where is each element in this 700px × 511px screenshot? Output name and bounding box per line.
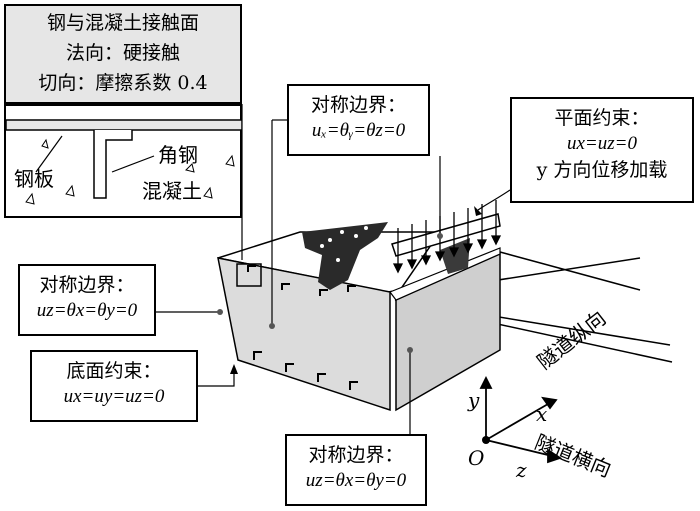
plane-constraint-box: 平面约束： ux=uz=0 y 方向位移加载 (510, 97, 694, 203)
sym-bottom-title: 对称边界： (308, 444, 404, 466)
sym-top-title: 对称边界： (310, 94, 406, 116)
axis-x-label: x (536, 402, 548, 426)
sym-boundary-bottom-box: 对称边界： uz=θx=θy=0 (285, 434, 427, 506)
leader-lines (156, 104, 511, 434)
leader-arrowhead (230, 364, 238, 374)
leader-dot (269, 323, 275, 329)
damage-region (302, 222, 388, 290)
plane-eq: ux=uz=0 (567, 133, 637, 154)
concrete-label: 混凝土 (142, 179, 202, 203)
bottom-title: 底面约束： (66, 360, 162, 382)
ground-line-front (469, 317, 673, 363)
sym-boundary-top-box: 对称边界： uₓ=θᵧ=θz=0 (287, 84, 430, 156)
leader-dot (217, 309, 223, 315)
sym-left-title: 对称边界： (39, 274, 135, 296)
detail-drawing (6, 119, 242, 205)
coordinate-axes (479, 375, 563, 464)
sym-left-eq: uz=θx=θy=0 (36, 300, 138, 321)
leader-dot (437, 233, 443, 239)
bottom-eq: ux=uy=uz=0 (63, 386, 165, 407)
angle-steel-label: 角钢 (158, 143, 198, 167)
sym-boundary-left-box: 对称边界： uz=θx=θy=0 (18, 264, 156, 336)
axis-z-label: z (516, 458, 527, 482)
contact-title: 钢与混凝土接触面 (46, 12, 199, 34)
leader-dot (407, 347, 413, 353)
ground-line-top (499, 251, 641, 291)
angle-markers (247, 265, 358, 390)
origin-dot (482, 436, 490, 444)
steel-plate-label: 钢板 (14, 167, 54, 191)
damage-region-right (440, 238, 470, 274)
axis-y-label: y (468, 388, 480, 412)
bottom-constraint-box: 底面约束： ux=uy=uz=0 (30, 350, 198, 422)
detail-highlight-box (236, 263, 262, 287)
contact-surface-box: 钢与混凝土接触面 法向：硬接触 切向：摩擦系数 0.4 (4, 4, 242, 104)
contact-tangential: 切向：摩擦系数 0.4 (38, 72, 208, 94)
contact-normal: 法向：硬接触 (65, 42, 180, 64)
sym-top-eq: uₓ=θᵧ=θz=0 (311, 120, 406, 141)
origin-label: O (468, 446, 485, 470)
detail-inset-box: 钢板 角钢 混凝土 (4, 104, 242, 218)
leader-arrowhead (474, 206, 482, 216)
plane-load: y 方向位移加载 (536, 159, 668, 181)
load-plate (391, 213, 501, 257)
plane-title: 平面约束： (554, 107, 650, 129)
sym-bottom-eq: uz=θx=θy=0 (305, 470, 407, 491)
